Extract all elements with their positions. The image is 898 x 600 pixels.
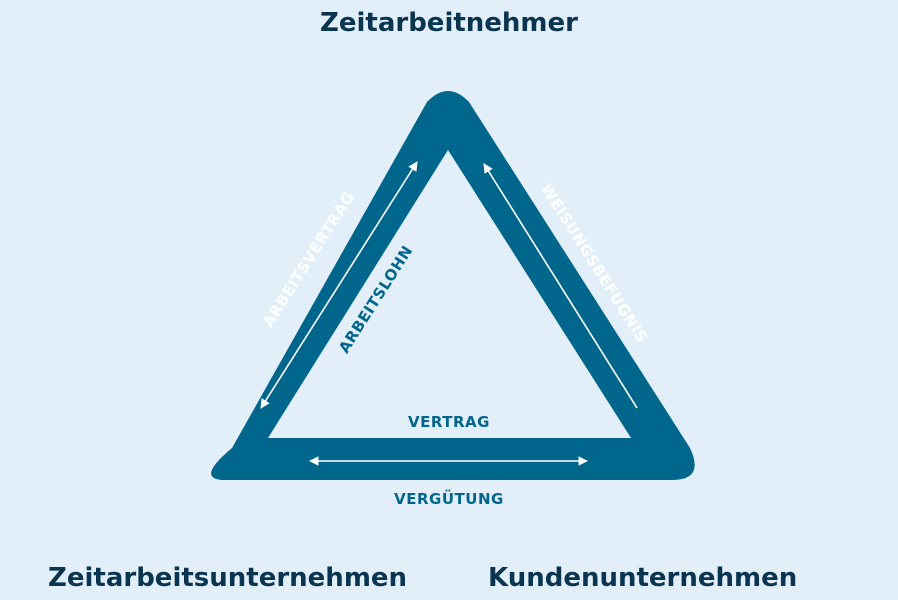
edge-label-vertrag: VERTRAG (408, 413, 490, 431)
node-label-kundenunternehmen: Kundenunternehmen (488, 563, 798, 593)
arrow-left-edge (260, 161, 418, 409)
node-label-zeitarbeitsunternehmen: Zeitarbeitsunternehmen (48, 563, 408, 593)
node-label-zeitarbeitnehmer: Zeitarbeitnehmer (320, 8, 578, 38)
triangle-frame (211, 91, 695, 480)
edge-label-verguetung: VERGÜTUNG (394, 489, 504, 508)
arrow-right-edge (483, 163, 638, 409)
